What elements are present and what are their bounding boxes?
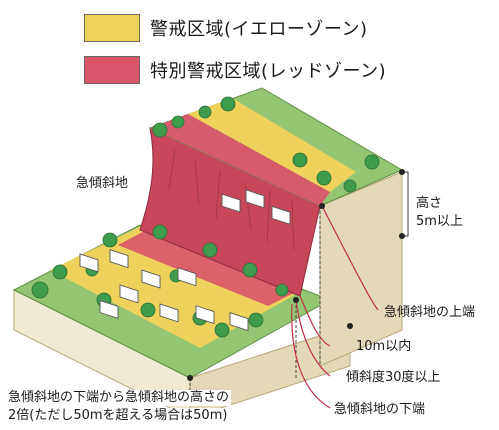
trees xyxy=(31,96,380,338)
slope-bottom-dot xyxy=(293,297,299,303)
slope-bottom-label: 急傾斜地の下端 xyxy=(334,402,426,417)
height-top-dot xyxy=(399,169,405,175)
slope-top-label: 急傾斜地の上端 xyxy=(384,305,476,320)
yellow-zone-swatch xyxy=(84,14,140,42)
red-zone-lower xyxy=(118,224,300,306)
legend-red-label: 特別警戒区域(レッドゾーン) xyxy=(150,61,387,82)
height-bottom-dot xyxy=(399,233,405,239)
slope-top-dot xyxy=(319,203,325,209)
legend-red: 特別警戒区域(レッドゾーン) xyxy=(84,56,386,84)
steep-slope-label: 急傾斜地 xyxy=(76,176,129,191)
height-label-line2: 5m以上 xyxy=(416,214,463,229)
angle-label: 傾斜度30度以上 xyxy=(346,370,441,385)
cliff-face xyxy=(139,127,321,297)
bottom-note-line2: 2倍(ただし50mを超える場合は50m) xyxy=(6,408,230,425)
zone-edge-dot xyxy=(187,375,193,381)
ten-m-dot xyxy=(347,323,353,329)
bottom-note-line1: 急傾斜地の下端から急傾斜地の高さの xyxy=(6,390,232,407)
legend-yellow: 警戒区域(イエローゾーン) xyxy=(84,14,367,42)
cliff-texture xyxy=(168,149,295,251)
height-label-line1: 高さ xyxy=(416,196,443,211)
height-bracket xyxy=(402,171,409,237)
red-zone-upper xyxy=(150,114,330,206)
red-zone-swatch xyxy=(84,56,140,84)
houses xyxy=(79,189,291,332)
legend-yellow-label: 警戒区域(イエローゾーン) xyxy=(150,19,368,40)
yellow-zone-upper xyxy=(188,98,356,192)
within-10m-label: 10m以内 xyxy=(356,339,412,354)
